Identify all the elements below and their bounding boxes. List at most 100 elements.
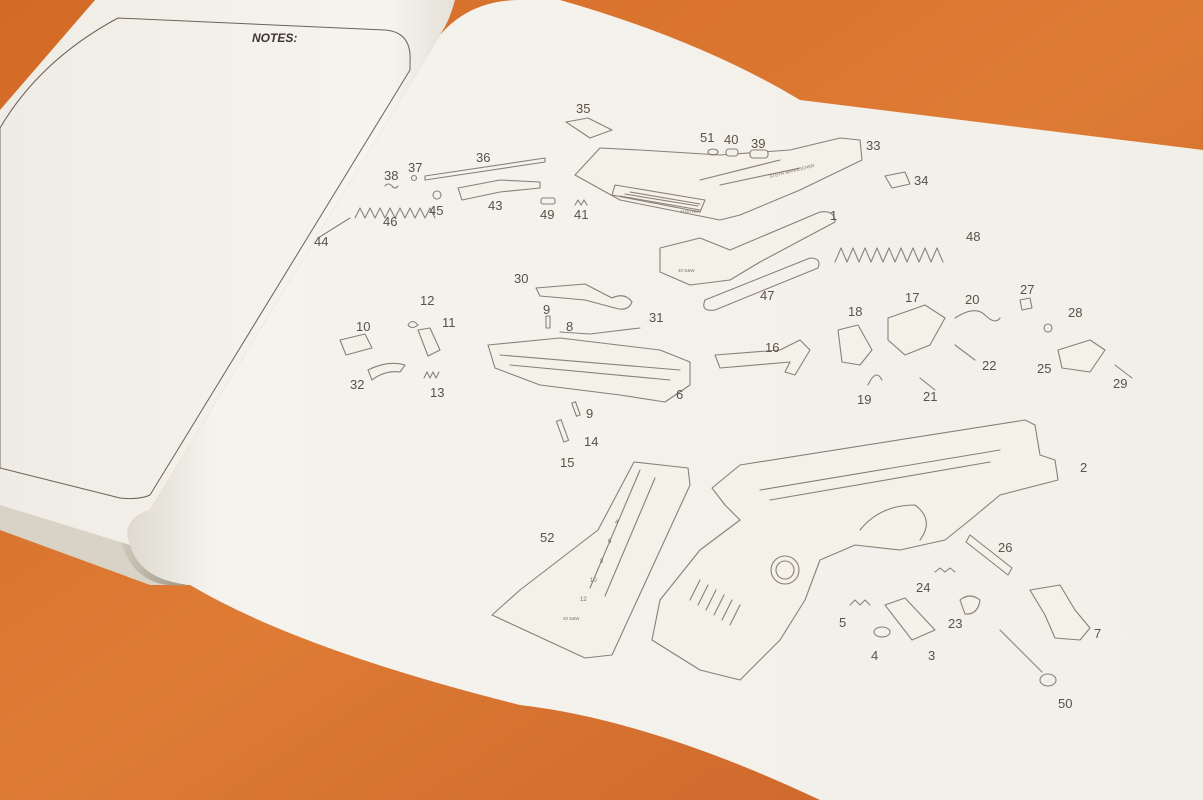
part-24-drawing: [934, 567, 956, 573]
mag-count-4: 12: [580, 597, 587, 603]
part-label-4: 4: [871, 648, 878, 663]
part-label-52: 52: [540, 530, 554, 545]
notes-frame: [0, 17, 411, 500]
frame-drawing: [651, 419, 1059, 681]
part-46-drawing: [354, 207, 436, 219]
part-label-17: 17: [905, 290, 919, 305]
part-label-36: 36: [476, 150, 490, 165]
part-39-drawing: [749, 149, 769, 159]
part-36-drawing: [424, 157, 546, 181]
part-label-39: 39: [751, 136, 765, 151]
part-label-38: 38: [384, 168, 398, 183]
part-label-47: 47: [760, 288, 774, 303]
part-47-drawing: [703, 257, 820, 311]
part-9a-drawing: [545, 315, 551, 329]
part-label-33: 33: [866, 138, 880, 153]
part-label-5: 5: [839, 615, 846, 630]
part-label-25: 25: [1037, 361, 1051, 376]
part-5-drawing: [849, 599, 871, 606]
part-label-50: 50: [1058, 696, 1072, 711]
part-label-30: 30: [514, 271, 528, 286]
part-label-26: 26: [998, 540, 1012, 555]
part-8-drawing: [559, 331, 591, 335]
part-6-drawing: [487, 337, 691, 403]
part-label-35: 35: [576, 101, 590, 116]
part-20-drawing: [954, 310, 1001, 322]
part-40-drawing: [725, 148, 739, 157]
part-51-drawing: [707, 148, 719, 156]
part-label-29: 29: [1113, 376, 1127, 391]
part-14-drawing: [555, 419, 570, 443]
slide-serial-text: AUSTRIA: [680, 209, 700, 214]
part-29-drawing: [1114, 364, 1133, 379]
part-49-drawing: [540, 197, 556, 205]
part-label-2: 2: [1080, 460, 1087, 475]
slide-drawing: AUSTRIA STEYR MANNLICHER: [574, 137, 863, 221]
part-label-31: 31: [649, 310, 663, 325]
part-label-46: 46: [383, 214, 397, 229]
part-6-detail: [499, 354, 681, 381]
part-26-drawing: [965, 534, 1013, 576]
part-labels: 35 51 40 39 33 37 36 38 34 46 45 43 49 4…: [314, 101, 1127, 711]
part-31-drawing: [589, 327, 641, 335]
part-12-drawing: [407, 320, 419, 329]
part-label-23: 23: [948, 616, 962, 631]
part-label-19: 19: [857, 392, 871, 407]
part-28-drawing: [1043, 323, 1053, 333]
part-label-3: 3: [928, 648, 935, 663]
part-label-16: 16: [765, 340, 779, 355]
part-label-1: 1: [830, 208, 837, 223]
part-label-41: 41: [574, 207, 588, 222]
part-label-27: 27: [1020, 282, 1034, 297]
part-10-drawing: [339, 333, 373, 356]
part-16-drawing: [714, 339, 811, 376]
barrel-caliber-text: 40 S&W: [678, 268, 695, 273]
part-label-12: 12: [420, 293, 434, 308]
part-label-8: 8: [566, 319, 573, 334]
part-label-22: 22: [982, 358, 996, 373]
mag-count-0: 4: [615, 520, 619, 526]
part-35-drawing: [565, 117, 613, 139]
part-22-drawing: [954, 344, 976, 361]
part-label-34: 34: [914, 173, 928, 188]
parts-diagram: AUSTRIA STEYR MANNLICHER 40 S&W: [317, 117, 1133, 687]
part-label-51: 51: [700, 130, 714, 145]
part-23-drawing: [959, 595, 981, 615]
left-page: [0, 0, 455, 545]
part-45-drawing: [432, 190, 442, 200]
part-50-drawing: [999, 629, 1057, 687]
part-4-drawing: [873, 626, 891, 638]
part-13-drawing: [423, 371, 440, 379]
part-label-44: 44: [314, 234, 328, 249]
part-11-drawing: [417, 327, 441, 357]
part-label-14: 14: [584, 434, 598, 449]
magazine-caliber-text: 40 S&W: [563, 616, 580, 621]
part-21-drawing: [919, 377, 936, 391]
part-38-drawing: [384, 183, 399, 189]
part-25-drawing: [1057, 339, 1106, 373]
mag-count-1: 6: [608, 539, 612, 545]
part-label-48: 48: [966, 229, 980, 244]
part-label-11: 11: [442, 315, 456, 330]
part-label-49: 49: [540, 207, 554, 222]
part-48-drawing: [834, 247, 944, 263]
part-32-drawing: [367, 362, 406, 381]
part-label-18: 18: [848, 304, 862, 319]
part-44-drawing: [317, 217, 351, 239]
part-label-6: 6: [676, 387, 683, 402]
notes-heading: NOTES:: [252, 31, 297, 45]
barrel-drawing: 40 S&W: [659, 211, 836, 286]
part-27-drawing: [1019, 297, 1033, 311]
part-label-9a: 9: [543, 302, 550, 317]
part-label-10: 10: [356, 319, 370, 334]
part-label-45: 45: [429, 203, 443, 218]
part-label-32: 32: [350, 377, 364, 392]
part-18-drawing: [837, 324, 873, 366]
mag-count-3: 10: [590, 578, 597, 584]
mag-count-2: 8: [600, 559, 604, 565]
part-label-7: 7: [1094, 626, 1101, 641]
part-label-24: 24: [916, 580, 930, 595]
part-label-15: 15: [560, 455, 574, 470]
